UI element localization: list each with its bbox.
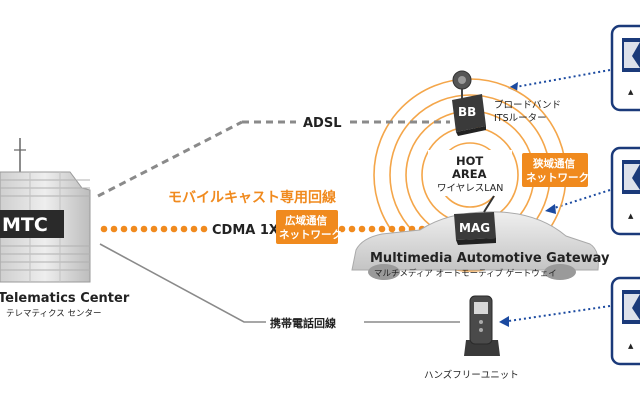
cellular-label-backdrop [266,314,364,330]
wide-area-line2: ネットワーク [279,229,342,241]
router-label-line2: ITSルーター [494,113,547,124]
device-arrow-2 [545,189,611,214]
hot-area-subtitle: ワイヤレスLAN [437,183,503,194]
router-badge: BB [458,105,476,119]
handsfree-unit [464,295,500,356]
gateway-name-en: Multimedia Automotive Gateway [370,251,610,266]
wide-area-line1: 広域通信 [285,214,327,227]
mobile-cast-label: モバイルキャスト専用回線 [168,189,336,206]
hot-area-backdrop [428,150,512,196]
broadband-router [452,70,486,136]
device-tile-2: ▲ [610,146,640,236]
device-arrow-3 [499,305,611,327]
narrow-area-line1: 狭域通信 [532,157,575,170]
adsl-line [97,120,450,198]
cellular-label: 携帯電話回線 [270,316,336,330]
handsfree-label: ハンズフリーユニット [424,369,519,381]
device-tile-3: ▲ [610,276,640,366]
narrow-area-network-box [522,153,588,187]
adsl-label: ADSL [303,116,342,131]
cellular-line [99,243,460,323]
gateway-name-ja: マルチメディア オートモーティブ ゲートウェイ [374,268,557,279]
center-name-en: Telematics Center [0,291,130,306]
hot-area-title-2: AREA [452,167,487,181]
svg-text:▲: ▲ [628,88,634,96]
center-name-ja: テレマティクス センター [6,309,101,319]
svg-text:▲: ▲ [628,342,634,350]
mtc-badge [0,210,64,238]
hot-area-title-1: HOT [456,154,483,168]
svg-text:▲: ▲ [628,212,634,220]
cdma-label: CDMA 1X [212,223,279,238]
wide-area-network-box [276,210,338,244]
device-arrow-1 [508,69,611,92]
router-label-line1: ブロードバンド [494,99,561,111]
device-tile-1: ▲ [610,24,640,112]
mtc-badge-text: MTC [2,214,48,236]
mag-badge: MAG [459,221,490,235]
narrow-area-line2: ネットワーク [526,172,589,184]
mag-unit [454,195,496,245]
